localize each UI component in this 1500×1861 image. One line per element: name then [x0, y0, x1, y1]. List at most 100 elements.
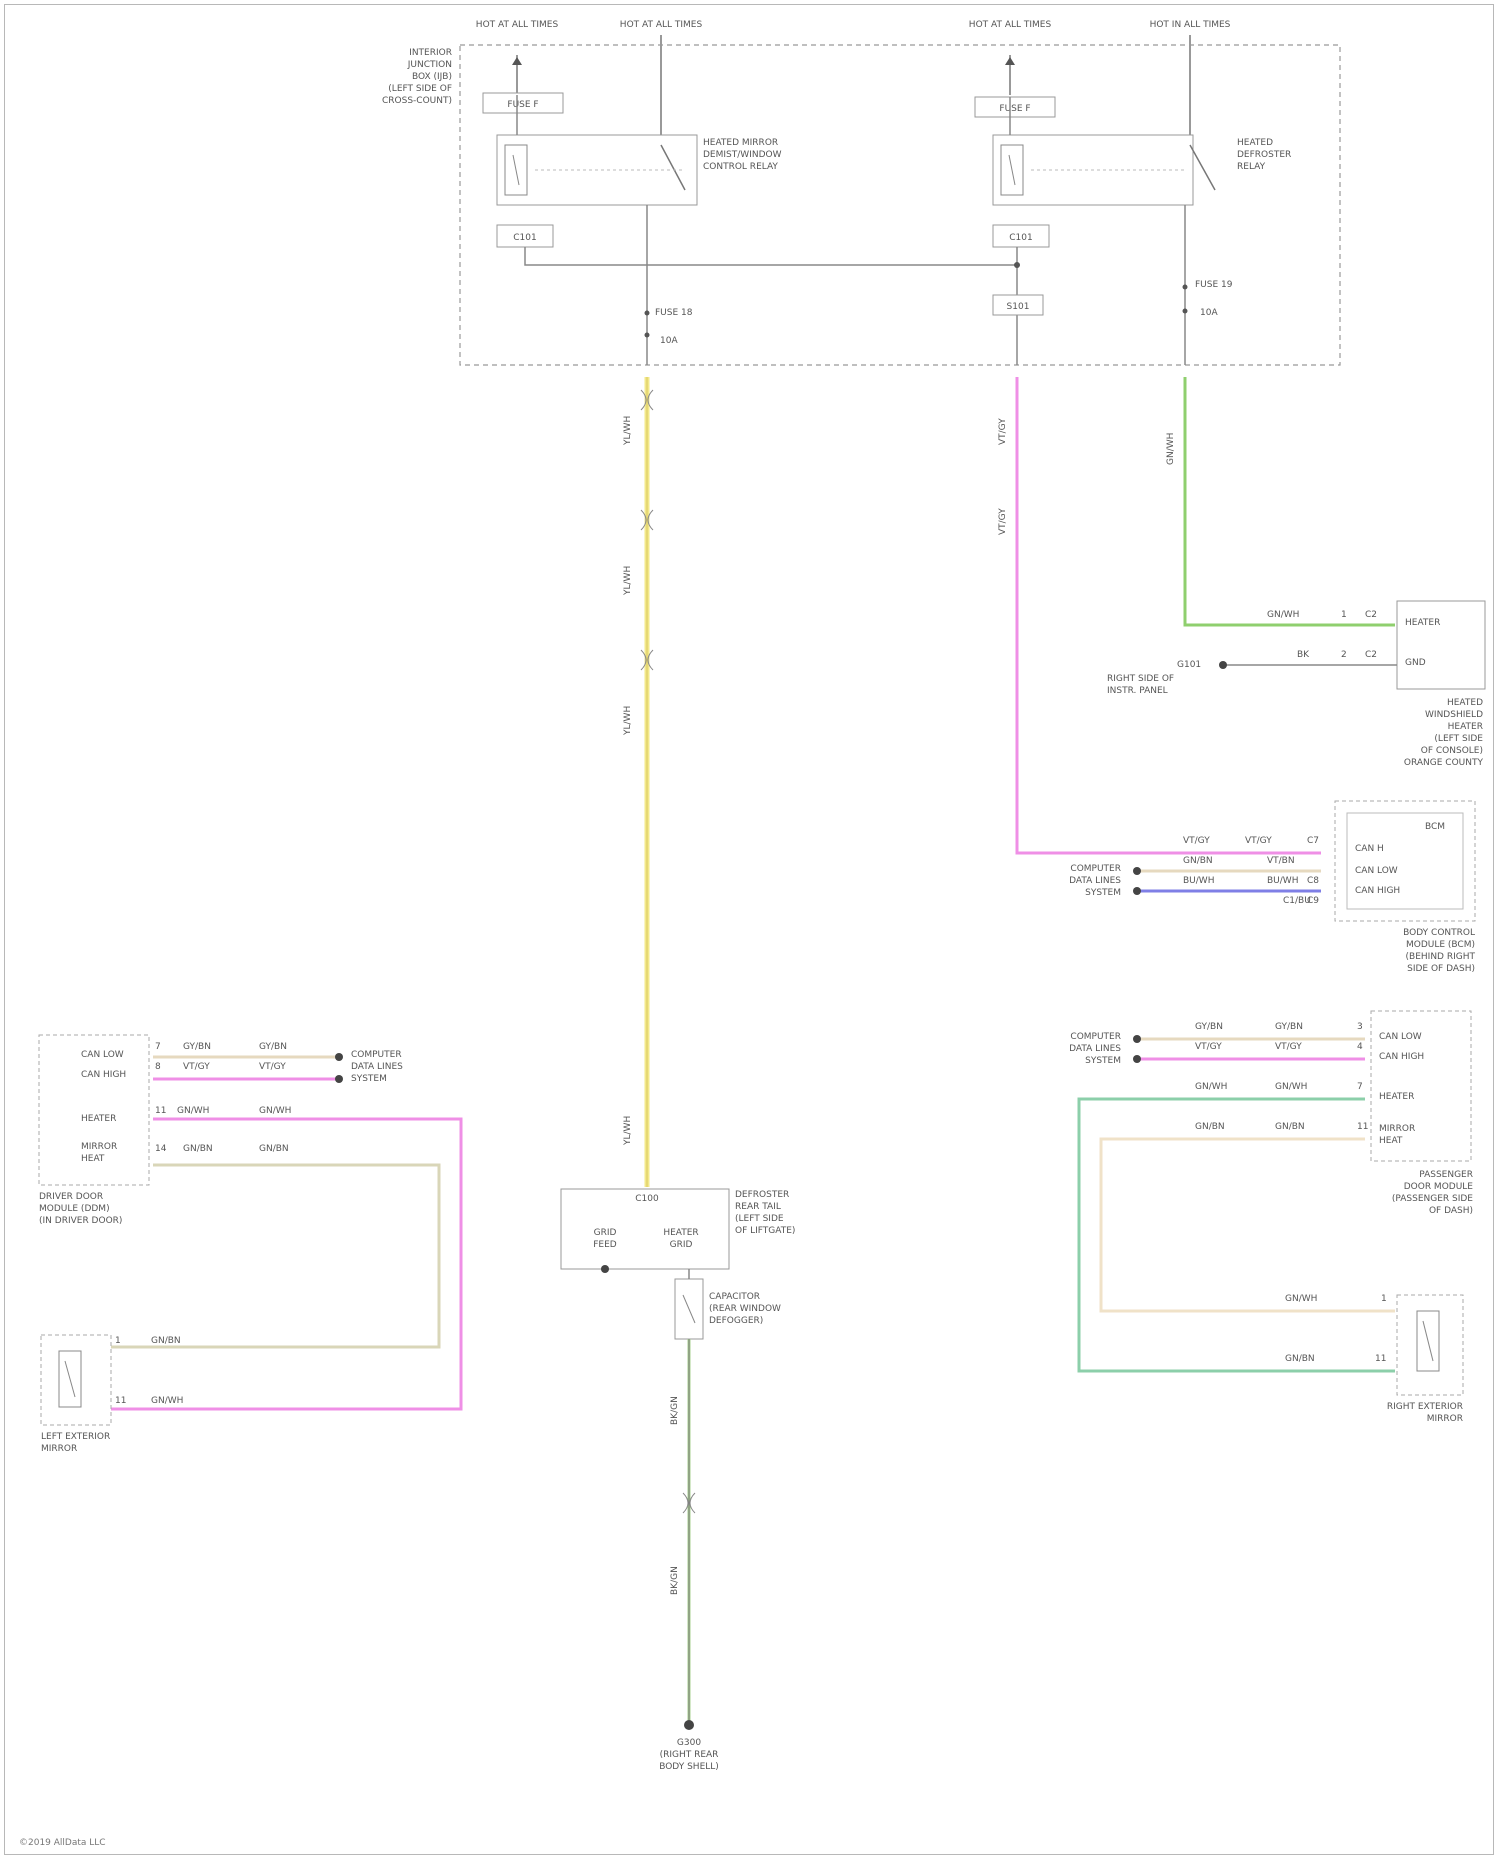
heater-row-a: GN/WH 1 C2 [1267, 610, 1377, 620]
svg-text:7: 7 [155, 1042, 161, 1052]
svg-text:MODULE (BCM): MODULE (BCM) [1406, 940, 1475, 950]
driver-door-rows: 7 GY/BN GY/BN 8 VT/GY VT/GY 11 GN/WH GN/… [155, 1042, 291, 1154]
heater-module [1397, 601, 1485, 689]
ground-wire-label-1: BK/GN [670, 1396, 680, 1425]
left-mirror-label: LEFT EXTERIOR MIRROR [41, 1432, 110, 1454]
svg-text:GN/BN: GN/BN [1195, 1122, 1225, 1132]
svg-text:SYSTEM: SYSTEM [1085, 888, 1121, 898]
passenger-left-note: COMPUTER DATA LINES SYSTEM [1069, 1032, 1121, 1066]
power-label-2: HOT AT ALL TIMES [620, 20, 703, 30]
svg-text:JUNCTION: JUNCTION [407, 60, 452, 70]
svg-text:3: 3 [1357, 1022, 1363, 1032]
power-label-4: HOT IN ALL TIMES [1150, 20, 1231, 30]
driver-heater-wire [109, 1119, 461, 1409]
svg-text:1: 1 [1341, 610, 1347, 620]
svg-text:DEFROSTER: DEFROSTER [1237, 150, 1291, 160]
bcm-pin-1: CAN H [1355, 844, 1384, 854]
connector-left-label: C101 [513, 233, 536, 243]
svg-text:HEATED: HEATED [1237, 138, 1273, 148]
svg-text:GY/BN: GY/BN [183, 1042, 211, 1052]
svg-text:RIGHT EXTERIOR: RIGHT EXTERIOR [1387, 1402, 1463, 1412]
svg-text:GRID: GRID [594, 1228, 617, 1238]
svg-text:CAPACITOR: CAPACITOR [709, 1292, 760, 1302]
svg-text:HEATED: HEATED [1447, 698, 1483, 708]
svg-text:HEATER: HEATER [81, 1114, 116, 1124]
svg-text:HEATER: HEATER [1448, 722, 1483, 732]
svg-text:VT/GY: VT/GY [1195, 1042, 1222, 1052]
power-feed-arrows [512, 57, 1015, 65]
svg-text:RELAY: RELAY [1237, 162, 1266, 172]
svg-text:CAN HIGH: CAN HIGH [1379, 1052, 1424, 1062]
svg-text:GN/BN: GN/BN [1275, 1122, 1305, 1132]
relay-left-label: HEATED MIRROR DEMIST/WINDOW CONTROL RELA… [703, 138, 782, 172]
rear-defroster-ground-dot [601, 1265, 609, 1273]
splice-label: S101 [1007, 302, 1030, 312]
svg-text:BU/WH: BU/WH [1267, 876, 1298, 886]
svg-text:2: 2 [1341, 650, 1347, 660]
svg-text:GN/WH: GN/WH [1267, 610, 1299, 620]
svg-text:DATA LINES: DATA LINES [1069, 876, 1121, 886]
svg-text:BU/WH: BU/WH [1183, 876, 1214, 886]
wire-label-pink-1: VT/GY [998, 418, 1008, 445]
svg-text:8: 8 [155, 1062, 161, 1072]
svg-text:11: 11 [1357, 1122, 1368, 1132]
svg-text:OF CONSOLE): OF CONSOLE) [1421, 746, 1483, 756]
driver-door-label: DRIVER DOOR MODULE (DDM) (IN DRIVER DOOR… [39, 1192, 122, 1226]
bcm-pin-tag: C1/BU [1283, 896, 1311, 906]
svg-text:C8: C8 [1307, 876, 1319, 886]
ground-label: G300 (RIGHT REAR BODY SHELL) [659, 1738, 719, 1772]
svg-text:SIDE OF DASH): SIDE OF DASH) [1407, 964, 1475, 974]
diagram-sheet: HOT AT ALL TIMES HOT AT ALL TIMES HOT AT… [4, 4, 1494, 1855]
svg-text:(LEFT SIDE OF: (LEFT SIDE OF [388, 84, 452, 94]
svg-text:CONTROL RELAY: CONTROL RELAY [703, 162, 778, 172]
svg-text:LEFT EXTERIOR: LEFT EXTERIOR [41, 1432, 110, 1442]
svg-text:11: 11 [1375, 1354, 1386, 1364]
heater-pin-a: HEATER [1405, 618, 1440, 628]
svg-text:GN/WH: GN/WH [151, 1396, 183, 1406]
svg-text:(REAR WINDOW: (REAR WINDOW [709, 1304, 781, 1314]
svg-text:1: 1 [115, 1336, 121, 1346]
svg-text:COMPUTER: COMPUTER [1070, 1032, 1121, 1042]
svg-text:GN/WH: GN/WH [1195, 1082, 1227, 1092]
svg-text:BOX (IJB): BOX (IJB) [412, 72, 452, 82]
svg-text:COMPUTER: COMPUTER [1070, 864, 1121, 874]
svg-text:OF DASH): OF DASH) [1429, 1206, 1473, 1216]
power-label-1: HOT AT ALL TIMES [476, 20, 559, 30]
svg-text:G101: G101 [1177, 660, 1201, 670]
fuse-b-label: FUSE F [999, 104, 1030, 114]
bcm-module [1335, 801, 1475, 921]
relay-right-label: HEATED DEFROSTER RELAY [1237, 138, 1291, 172]
svg-text:GN/BN: GN/BN [183, 1144, 213, 1154]
copyright-footer: ©2019 AllData LLC [19, 1838, 106, 1848]
bcm-pin-3: CAN HIGH [1355, 886, 1400, 896]
fuse-d-amp: 10A [1200, 308, 1218, 318]
fuse-c-amp: 10A [660, 336, 678, 346]
svg-text:INTERIOR: INTERIOR [409, 48, 452, 58]
svg-text:HEAT: HEAT [81, 1154, 105, 1164]
junction-box-label: INTERIOR JUNCTION BOX (IJB) (LEFT SIDE O… [382, 48, 452, 106]
svg-text:COMPUTER: COMPUTER [351, 1050, 402, 1060]
wire-label-yellow-3: YL/WH [623, 706, 633, 736]
svg-text:7: 7 [1357, 1082, 1363, 1092]
driver-heat-wire [109, 1165, 439, 1347]
svg-text:GN/BN: GN/BN [151, 1336, 181, 1346]
passenger-heat-wire [1101, 1139, 1395, 1311]
wire-label-pink-2: VT/GY [998, 508, 1008, 535]
power-feed-lines [517, 35, 1190, 145]
bcm-left-note: COMPUTER DATA LINES SYSTEM [1069, 864, 1121, 898]
svg-text:FEED: FEED [593, 1240, 617, 1250]
bcm-pin-2: CAN LOW [1355, 866, 1398, 876]
svg-text:MIRROR: MIRROR [41, 1444, 77, 1454]
splice-dot [1014, 262, 1020, 268]
wire-label-yellow-4: YL/WH [623, 1116, 633, 1146]
power-label-3: HOT AT ALL TIMES [969, 20, 1052, 30]
passenger-door-label: PASSENGER DOOR MODULE (PASSENGER SIDE OF… [1392, 1170, 1473, 1216]
svg-text:DEFOGGER): DEFOGGER) [709, 1316, 763, 1326]
heater-pin-b: GND [1405, 658, 1426, 668]
svg-text:GY/BN: GY/BN [259, 1042, 287, 1052]
capacitor-label: CAPACITOR (REAR WINDOW DEFOGGER) [709, 1292, 781, 1326]
connector-right-label: C101 [1009, 233, 1032, 243]
svg-text:GN/BN: GN/BN [1183, 856, 1213, 866]
svg-text:ORANGE COUNTY: ORANGE COUNTY [1404, 758, 1484, 768]
svg-text:GRID: GRID [670, 1240, 693, 1250]
